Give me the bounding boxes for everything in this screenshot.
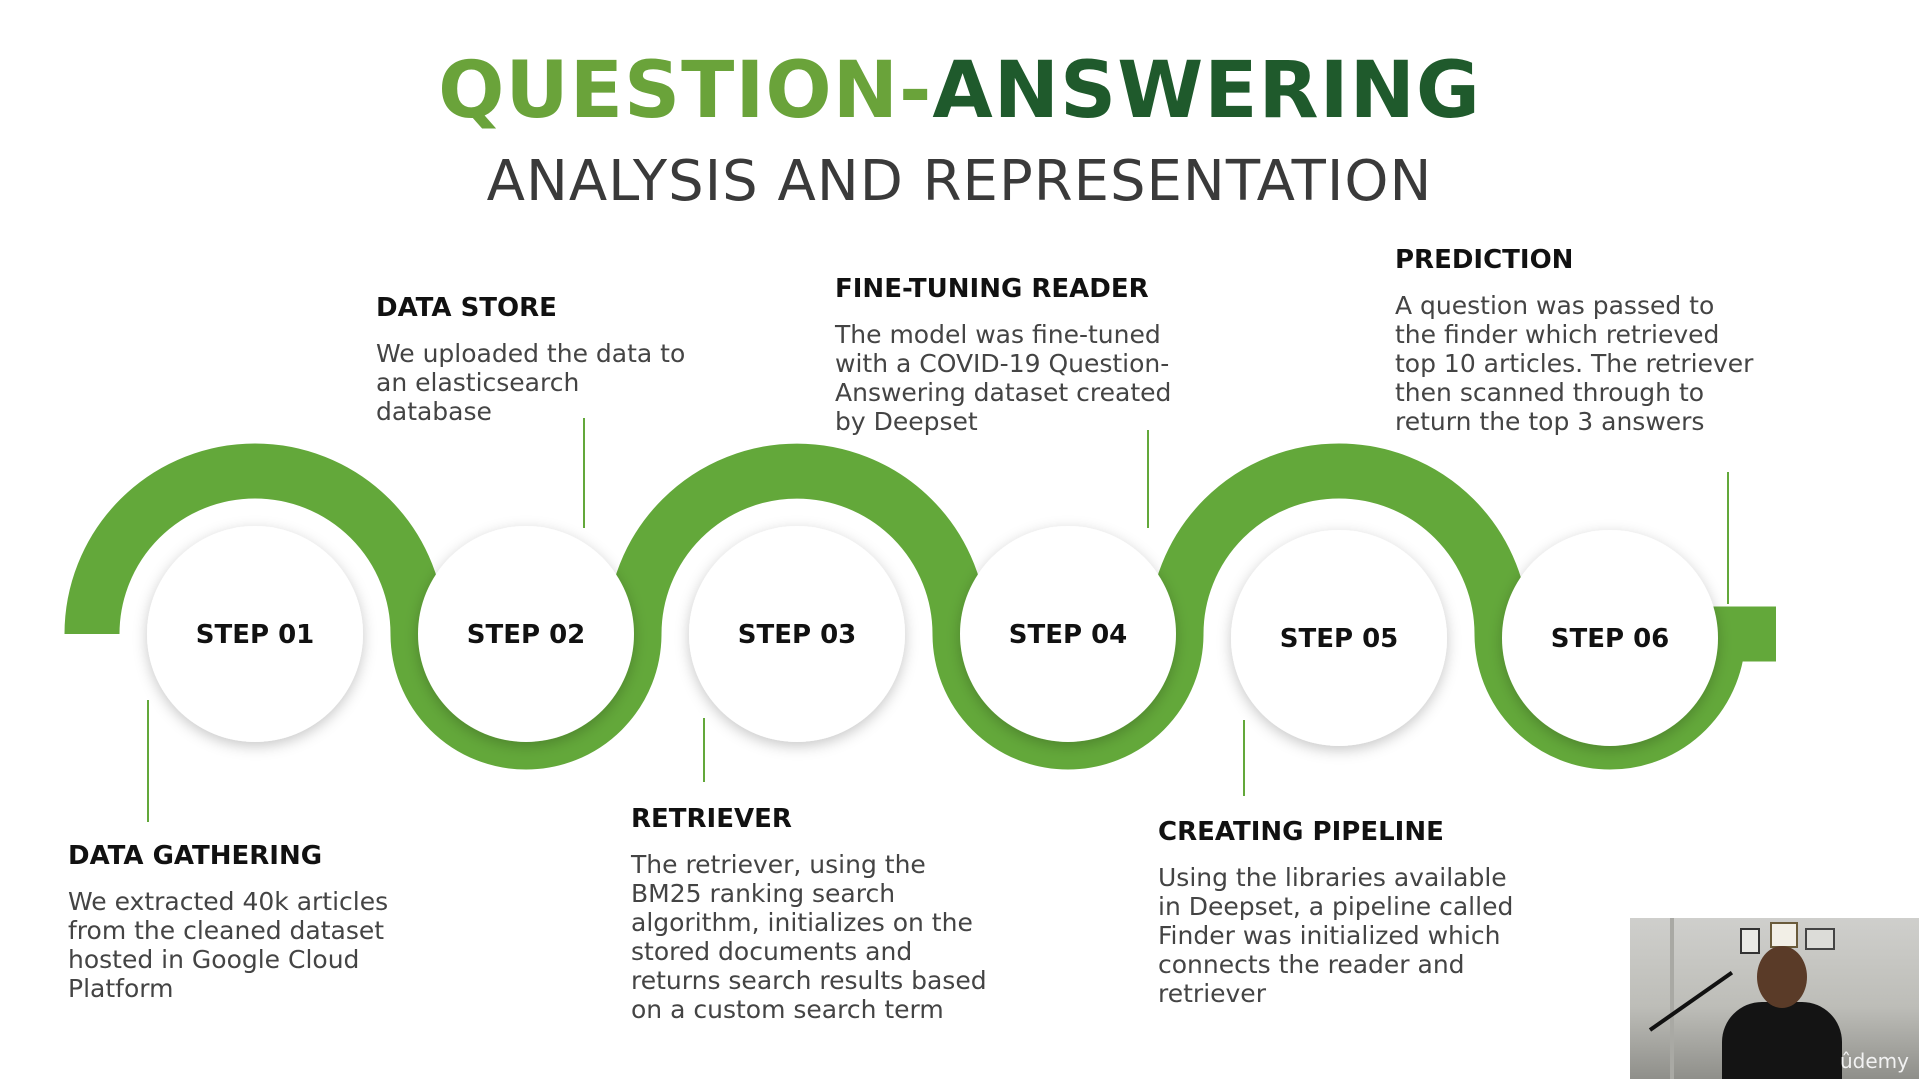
step-label-03: STEP 03 xyxy=(737,620,857,650)
step-description-04: FINE-TUNING READER The model was fine-tu… xyxy=(835,275,1235,436)
udemy-logo: ûdemy xyxy=(1840,1049,1909,1073)
step-circle-04 xyxy=(960,526,1176,742)
step-circle-05 xyxy=(1231,530,1447,746)
step-label-01: STEP 01 xyxy=(195,620,315,650)
step-heading: PREDICTION xyxy=(1395,245,1574,275)
step-heading: FINE-TUNING READER xyxy=(835,274,1149,304)
step-description-01: DATA GATHERING We extracted 40k articles… xyxy=(68,842,468,1003)
step-description-05: CREATING PIPELINE Using the libraries av… xyxy=(1158,818,1578,1008)
step-heading: DATA STORE xyxy=(376,293,557,323)
connector-lines xyxy=(147,418,1729,822)
page-title: QUESTION-ANSWERING xyxy=(0,52,1919,130)
wall-frame xyxy=(1805,928,1835,950)
microphone-arm xyxy=(1648,971,1734,1032)
step-circle-02 xyxy=(418,526,634,742)
step-circles xyxy=(147,526,1718,746)
step-heading: DATA GATHERING xyxy=(68,841,323,871)
presenter-webcam: ûdemy xyxy=(1630,918,1919,1079)
step-label-04: STEP 04 xyxy=(1008,620,1128,650)
page-subtitle: ANALYSIS AND REPRESENTATION xyxy=(486,149,1433,214)
step-circle-01 xyxy=(147,526,363,742)
step-circle-03 xyxy=(689,526,905,742)
presenter-body xyxy=(1722,1002,1842,1079)
step-label-06: STEP 06 xyxy=(1550,624,1670,654)
step-circle-06 xyxy=(1502,530,1718,746)
step-heading: RETRIEVER xyxy=(631,804,792,834)
presenter-head xyxy=(1757,946,1807,1008)
step-heading: CREATING PIPELINE xyxy=(1158,817,1444,847)
wall-frame xyxy=(1740,928,1760,954)
step-label-02: STEP 02 xyxy=(466,620,586,650)
title-part-answering: ANSWERING xyxy=(932,46,1481,136)
title-part-question: QUESTION- xyxy=(438,46,933,136)
step-label-05: STEP 05 xyxy=(1279,624,1399,654)
wall-frame xyxy=(1770,922,1798,948)
wave-ribbon xyxy=(64,443,1776,770)
